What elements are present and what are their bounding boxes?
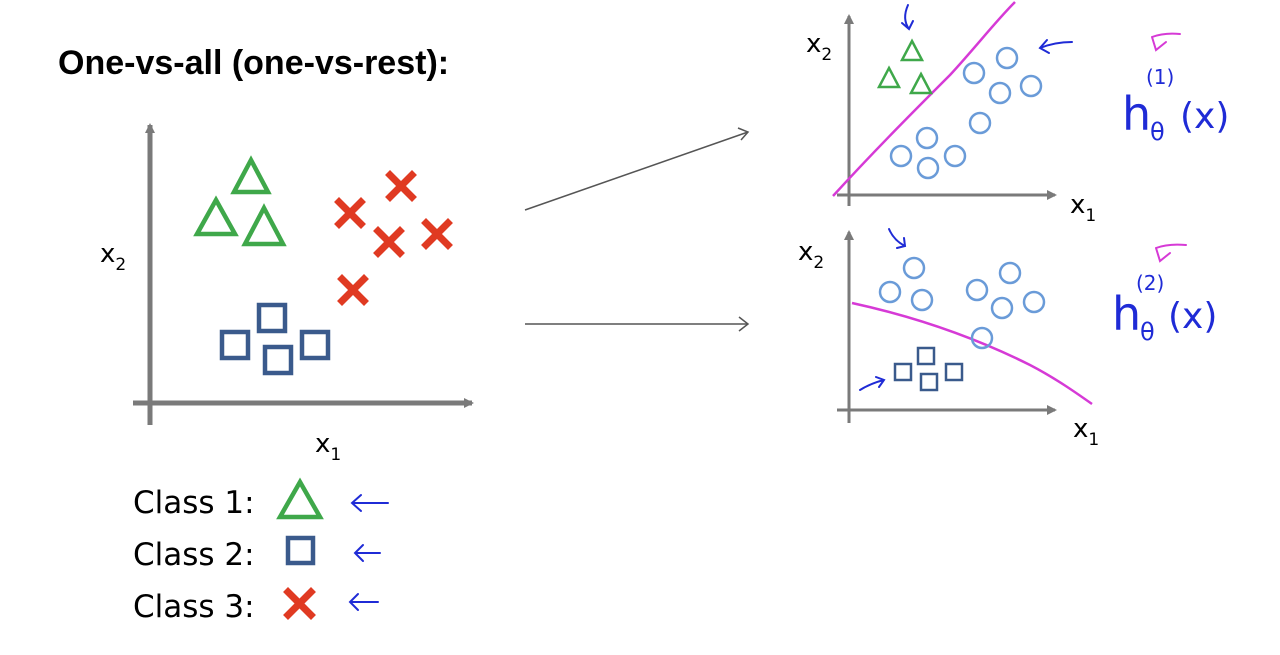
main-crosses — [334, 170, 453, 306]
triangle-point — [908, 71, 934, 95]
decision-boundary-1 — [832, 1, 1016, 197]
legend-row-class-3: Class 3: — [133, 587, 379, 625]
hand-arrow-icon — [353, 544, 381, 562]
hand-arrow-icon — [350, 494, 389, 512]
hand-arrow-icon — [859, 376, 886, 391]
h2-theta: θ — [1140, 318, 1155, 346]
h1-argument: (x) — [1180, 96, 1229, 137]
hand-arrow-icon — [888, 228, 907, 249]
connector-arrows — [524, 127, 750, 332]
bottom-x-axis-label: x1 — [1073, 414, 1099, 450]
triangle-point — [193, 195, 239, 237]
main-x-axis-label: x1 — [315, 429, 341, 465]
annotation-h1: (1) h θ (x) — [1122, 32, 1229, 146]
circle-point — [988, 81, 1012, 105]
h2-superscript: (2) — [1136, 271, 1164, 295]
cross-point — [334, 197, 366, 229]
square-point — [919, 372, 939, 392]
annotation-h2: (2) h θ (x) — [1112, 243, 1217, 346]
hand-arrow-icon — [1038, 39, 1073, 54]
main-triangles — [193, 155, 287, 247]
legend-label: Class 2: — [133, 537, 255, 573]
arrow-to-top-plot — [524, 131, 749, 211]
circle-point — [1019, 74, 1043, 98]
main-plot: x2 x1 — [100, 123, 474, 465]
bottom-handwriting-arrows — [859, 228, 907, 391]
top-y-axis-label: x2 — [806, 29, 832, 65]
cross-point — [385, 170, 417, 202]
circle-point — [1022, 290, 1046, 314]
bottom-right-plot: x2 x1 — [798, 228, 1099, 450]
circle-point — [962, 61, 986, 85]
square-icon — [285, 535, 316, 566]
decision-boundary-2 — [851, 301, 1093, 406]
top-circles — [889, 46, 1043, 180]
circle-point — [878, 280, 902, 304]
class-legend: Class 1: Class 2: Class 3: — [133, 477, 389, 625]
slide-title: One-vs-all (one-vs-rest): — [58, 44, 450, 82]
top-x-axis-label: x1 — [1070, 190, 1096, 226]
circle-point — [889, 144, 913, 168]
square-point — [944, 362, 964, 382]
bottom-circles — [878, 256, 1046, 350]
square-point — [219, 329, 251, 361]
legend-label: Class 3: — [133, 589, 255, 625]
circle-point — [995, 46, 1019, 70]
circle-point — [902, 256, 926, 280]
circle-point — [968, 111, 992, 135]
bottom-squares — [893, 346, 964, 392]
triangle-point — [241, 203, 287, 247]
cross-point — [421, 218, 453, 250]
triangle-point — [230, 155, 272, 195]
bottom-y-axis-label: x2 — [798, 237, 824, 273]
square-point — [916, 346, 936, 366]
h2-letter: h — [1112, 287, 1141, 341]
h2-argument: (x) — [1168, 296, 1217, 337]
circle-point — [970, 326, 994, 350]
h1-letter: h — [1122, 87, 1151, 141]
hand-arrow-icon — [1155, 243, 1187, 263]
legend-row-class-2: Class 2: — [133, 535, 381, 573]
main-y-axis-label: x2 — [100, 239, 126, 275]
circle-point — [990, 296, 1014, 320]
triangle-icon — [276, 477, 324, 520]
circle-point — [943, 144, 967, 168]
circle-point — [916, 156, 940, 180]
circle-point — [910, 288, 934, 312]
top-right-plot: x2 x1 — [806, 1, 1096, 226]
square-point — [256, 302, 288, 334]
triangle-point — [899, 38, 925, 62]
square-point — [299, 329, 331, 361]
main-squares — [219, 302, 331, 376]
top-triangles — [876, 38, 934, 95]
circle-point — [965, 278, 989, 302]
h1-theta: θ — [1150, 118, 1165, 146]
legend-row-class-1: Class 1: — [133, 477, 389, 521]
cross-point — [337, 274, 369, 306]
hand-arrow-icon — [348, 593, 379, 611]
hand-arrow-icon — [901, 4, 914, 31]
square-point — [262, 344, 294, 376]
hand-arrow-icon — [1151, 32, 1181, 52]
legend-label: Class 1: — [133, 485, 255, 521]
triangle-point — [876, 65, 902, 89]
h1-superscript: (1) — [1146, 65, 1174, 89]
circle-point — [998, 261, 1022, 285]
top-handwriting-arrows — [901, 4, 1073, 54]
cross-icon — [283, 587, 316, 620]
circle-point — [915, 126, 939, 150]
square-point — [893, 362, 913, 382]
cross-point — [373, 226, 405, 258]
